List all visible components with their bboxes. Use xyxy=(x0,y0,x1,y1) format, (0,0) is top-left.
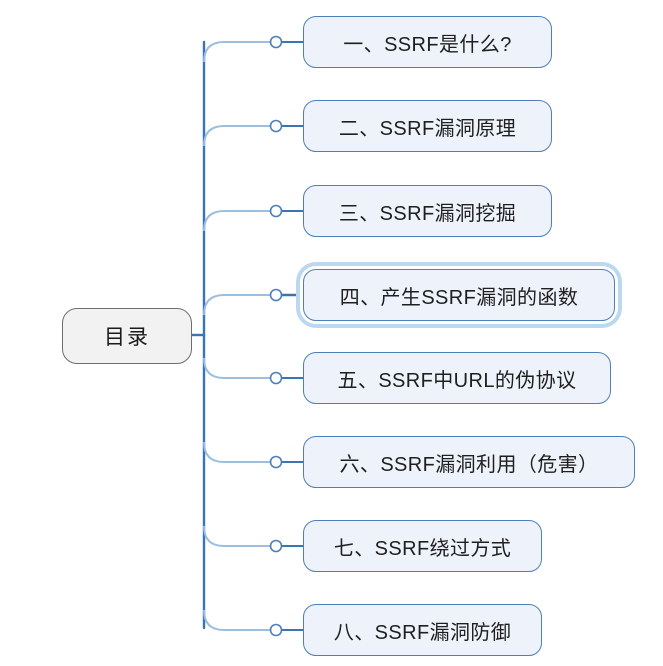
topic-node-6-label: 六、SSRF漏洞利用（危害） xyxy=(339,453,599,476)
topic-node-7[interactable]: 七、SSRF绕过方式 xyxy=(303,520,542,572)
branch-line-3 xyxy=(203,210,270,232)
branch-line-1 xyxy=(203,41,270,63)
connector-dot-3[interactable] xyxy=(269,204,283,218)
topic-node-4-label: 四、产生SSRF漏洞的函数 xyxy=(339,286,579,309)
branch-line-7 xyxy=(203,525,270,547)
connector-dot-2[interactable] xyxy=(269,119,283,133)
branch-line-8 xyxy=(203,609,270,631)
topic-node-2-label: 二、SSRF漏洞原理 xyxy=(338,117,517,140)
connector-dot-7[interactable] xyxy=(269,539,283,553)
topic-node-6[interactable]: 六、SSRF漏洞利用（危害） xyxy=(303,436,635,488)
topic-node-1-label: 一、SSRF是什么? xyxy=(343,33,512,56)
topic-node-4[interactable]: 四、产生SSRF漏洞的函数 xyxy=(303,269,615,321)
branch-line-4 xyxy=(203,294,270,316)
connector-dot-1[interactable] xyxy=(269,35,283,49)
topic-node-8[interactable]: 八、SSRF漏洞防御 xyxy=(303,604,542,656)
topic-node-3-label: 三、SSRF漏洞挖掘 xyxy=(338,202,517,225)
topic-node-3[interactable]: 三、SSRF漏洞挖掘 xyxy=(303,185,552,237)
branch-line-6 xyxy=(203,441,270,463)
branch-line-5 xyxy=(203,357,270,379)
connector-dot-8[interactable] xyxy=(269,623,283,637)
root-node-label: 目录 xyxy=(104,326,150,349)
connector-dot-5[interactable] xyxy=(269,371,283,385)
topic-node-5-label: 五、SSRF中URL的伪协议 xyxy=(337,369,577,392)
topic-node-1[interactable]: 一、SSRF是什么? xyxy=(303,16,552,68)
root-node[interactable]: 目录 xyxy=(62,308,192,364)
connector-dot-4[interactable] xyxy=(269,288,283,302)
topic-node-2[interactable]: 二、SSRF漏洞原理 xyxy=(303,100,552,152)
connector-dot-6[interactable] xyxy=(269,455,283,469)
branch-line-2 xyxy=(203,125,270,147)
topic-node-8-label: 八、SSRF漏洞防御 xyxy=(333,621,512,644)
topic-node-7-label: 七、SSRF绕过方式 xyxy=(333,537,512,560)
topic-node-5[interactable]: 五、SSRF中URL的伪协议 xyxy=(303,352,611,404)
